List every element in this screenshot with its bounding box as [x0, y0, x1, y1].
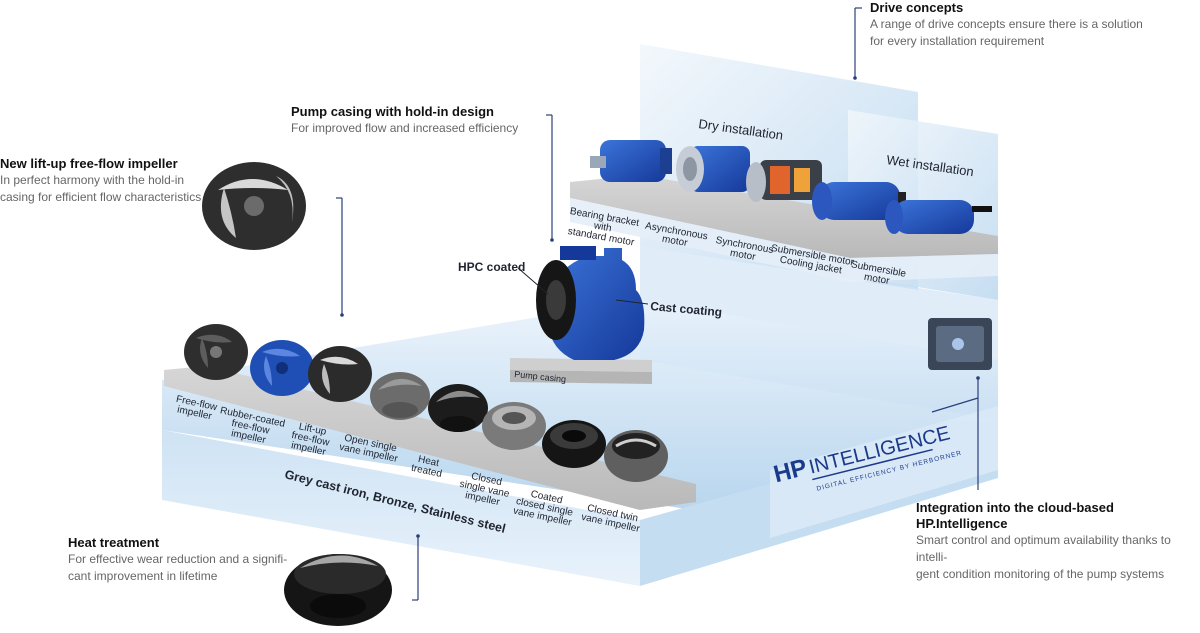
callout-integration: Integration into the cloud-based HP.Inte…	[916, 500, 1200, 583]
cast-leader-line	[615, 299, 649, 305]
integration-desc-1: Smart control and optimum availability t…	[916, 533, 1171, 564]
motor-shelf	[570, 175, 998, 282]
heat-treatment-title: Heat treatment	[68, 535, 160, 550]
motor-label-2-line-1: motor	[729, 248, 757, 263]
callout-lift-up-impeller: New lift-up free-flow impeller In perfec…	[0, 156, 210, 206]
platform-front-face	[162, 430, 640, 586]
controller-box	[928, 318, 992, 370]
integration-desc-2: gent condition monitoring of the pump sy…	[916, 567, 1165, 581]
hpc-coated-label: HPC coated	[458, 260, 525, 274]
pump-casing-title: Pump casing with hold-in design	[291, 104, 494, 119]
impeller-open-single-vane	[370, 372, 430, 420]
hpc-leader-line	[517, 267, 549, 295]
motor-label-4-line-1: motor	[863, 272, 891, 287]
heat-treatment-desc-1: For effective wear reduction and a signi…	[68, 552, 288, 566]
impeller-rubber-coated	[250, 340, 314, 396]
integration-title-1: Integration into the cloud-based	[916, 500, 1114, 515]
impeller-coated-closed-single-vane	[542, 420, 606, 468]
lift-up-impeller-desc-2: casing for efficient flow characteristic…	[0, 190, 202, 204]
cast-coating-label: Cast coating	[650, 299, 723, 319]
impeller-shelf	[164, 366, 696, 510]
heat-treatment-impeller-feature	[284, 554, 392, 626]
impeller-heat-treated	[428, 384, 488, 432]
callout-leaders	[336, 7, 980, 601]
motor-asynchronous	[676, 146, 750, 192]
callout-drive-concepts: Drive concepts A range of drive concepts…	[870, 0, 1170, 50]
impeller-closed-single-vane	[482, 402, 546, 450]
pump-assembly	[510, 246, 652, 384]
heat-treatment-desc-2: cant improvement in lifetime	[68, 569, 218, 583]
impeller-closed-twin-vane	[604, 430, 668, 482]
integration-title-2: HP.Intelligence	[916, 516, 1008, 531]
impeller-free-flow	[184, 324, 248, 380]
impeller-label-4-line-0: Heat	[417, 454, 440, 469]
lift-up-impeller-feature	[202, 162, 306, 250]
callout-pump-casing: Pump casing with hold-in design For impr…	[291, 104, 551, 137]
pump-casing-desc: For improved flow and increased efficien…	[291, 121, 519, 135]
lift-up-impeller-title: New lift-up free-flow impeller	[0, 156, 178, 171]
lift-up-impeller-desc-1: In perfect harmony with the hold-in	[0, 173, 185, 187]
impeller-label-5: Closedsingle vaneimpeller	[456, 469, 512, 510]
lower-platform	[162, 300, 998, 586]
motor-synchronous	[746, 160, 822, 202]
motor-label-1-line-1: motor	[661, 234, 689, 249]
impeller-lift-up-small	[308, 346, 372, 402]
drive-concepts-desc-2: for every installation requirement	[870, 34, 1045, 48]
motor-submersible	[885, 200, 992, 234]
drive-concepts-desc-1: A range of drive concepts ensure there i…	[870, 17, 1143, 31]
motor-submersible-cooling-jacket	[812, 182, 906, 220]
callout-heat-treatment: Heat treatment For effective wear reduct…	[68, 535, 298, 585]
drive-concepts-title: Drive concepts	[870, 0, 964, 15]
motor-label-0-line-1: with	[592, 220, 612, 234]
motor-bearing-bracket	[590, 140, 672, 182]
